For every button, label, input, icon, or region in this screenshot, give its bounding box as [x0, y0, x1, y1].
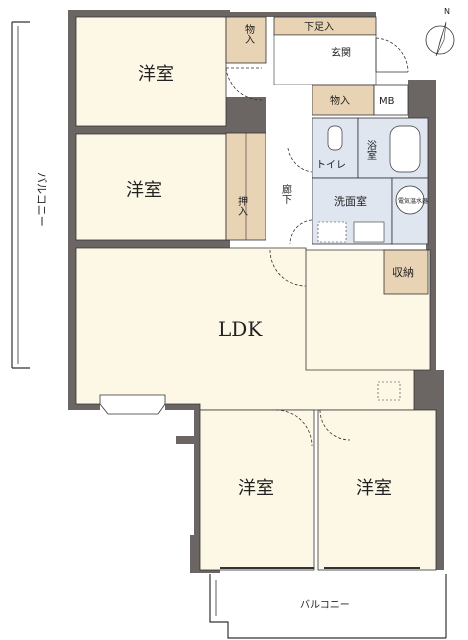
washroom: 洗面室	[311, 177, 393, 245]
storage-2: 物入	[311, 84, 375, 116]
room-western-3: 洋室	[199, 409, 315, 571]
room-western-2-label: 洋室	[126, 180, 162, 201]
balcony-bottom: バルコニー	[209, 574, 447, 639]
room-western-1-label: 洋室	[138, 64, 174, 85]
corridor: 廊下	[266, 85, 313, 249]
storage-1: 物入	[225, 16, 267, 64]
toilet-label: トイレ	[316, 160, 346, 171]
balcony-left: バルコニー	[11, 21, 48, 369]
room-western-2: 洋室	[75, 133, 227, 241]
door-room-1	[225, 67, 263, 101]
toilet: トイレ	[311, 117, 359, 179]
closet-label: 押入	[236, 195, 248, 216]
shelf: 収納	[383, 249, 429, 295]
shelf-label: 収納	[392, 266, 414, 279]
meter-box: MB	[373, 84, 409, 116]
room-western-1: 洋室	[75, 16, 227, 127]
water-heater: 電気温水器	[391, 177, 429, 245]
room-western-3-label: 洋室	[238, 478, 274, 499]
balcony-left-label: バルコニー	[35, 172, 48, 227]
entrance-door	[375, 37, 409, 73]
storage-2-label: 物入	[330, 94, 350, 107]
bay-window	[99, 403, 166, 415]
compass-north-label: N	[444, 7, 450, 16]
balcony-bottom-label: バルコニー	[300, 599, 350, 611]
room-western-4: 洋室	[317, 409, 437, 571]
ldk-label: LDK	[218, 317, 263, 341]
room-ldk: LDK	[75, 247, 431, 411]
bathroom: 浴室	[357, 117, 429, 179]
entrance-area: 下足入 玄関	[273, 16, 409, 86]
closet: 押入	[225, 132, 267, 241]
bath-label: 浴室	[365, 140, 377, 160]
water-heater-label: 電気温水器	[398, 197, 428, 205]
storage-1-label: 物入	[243, 23, 255, 44]
washroom-label: 洗面室	[334, 194, 367, 208]
corridor-label: 廊下	[280, 183, 292, 205]
mb-label: MB	[379, 96, 395, 107]
room-western-4-label: 洋室	[356, 478, 392, 499]
entrance-label: 玄関	[331, 46, 351, 59]
compass: N	[425, 7, 455, 57]
shoe-storage-label: 下足入	[304, 21, 334, 33]
